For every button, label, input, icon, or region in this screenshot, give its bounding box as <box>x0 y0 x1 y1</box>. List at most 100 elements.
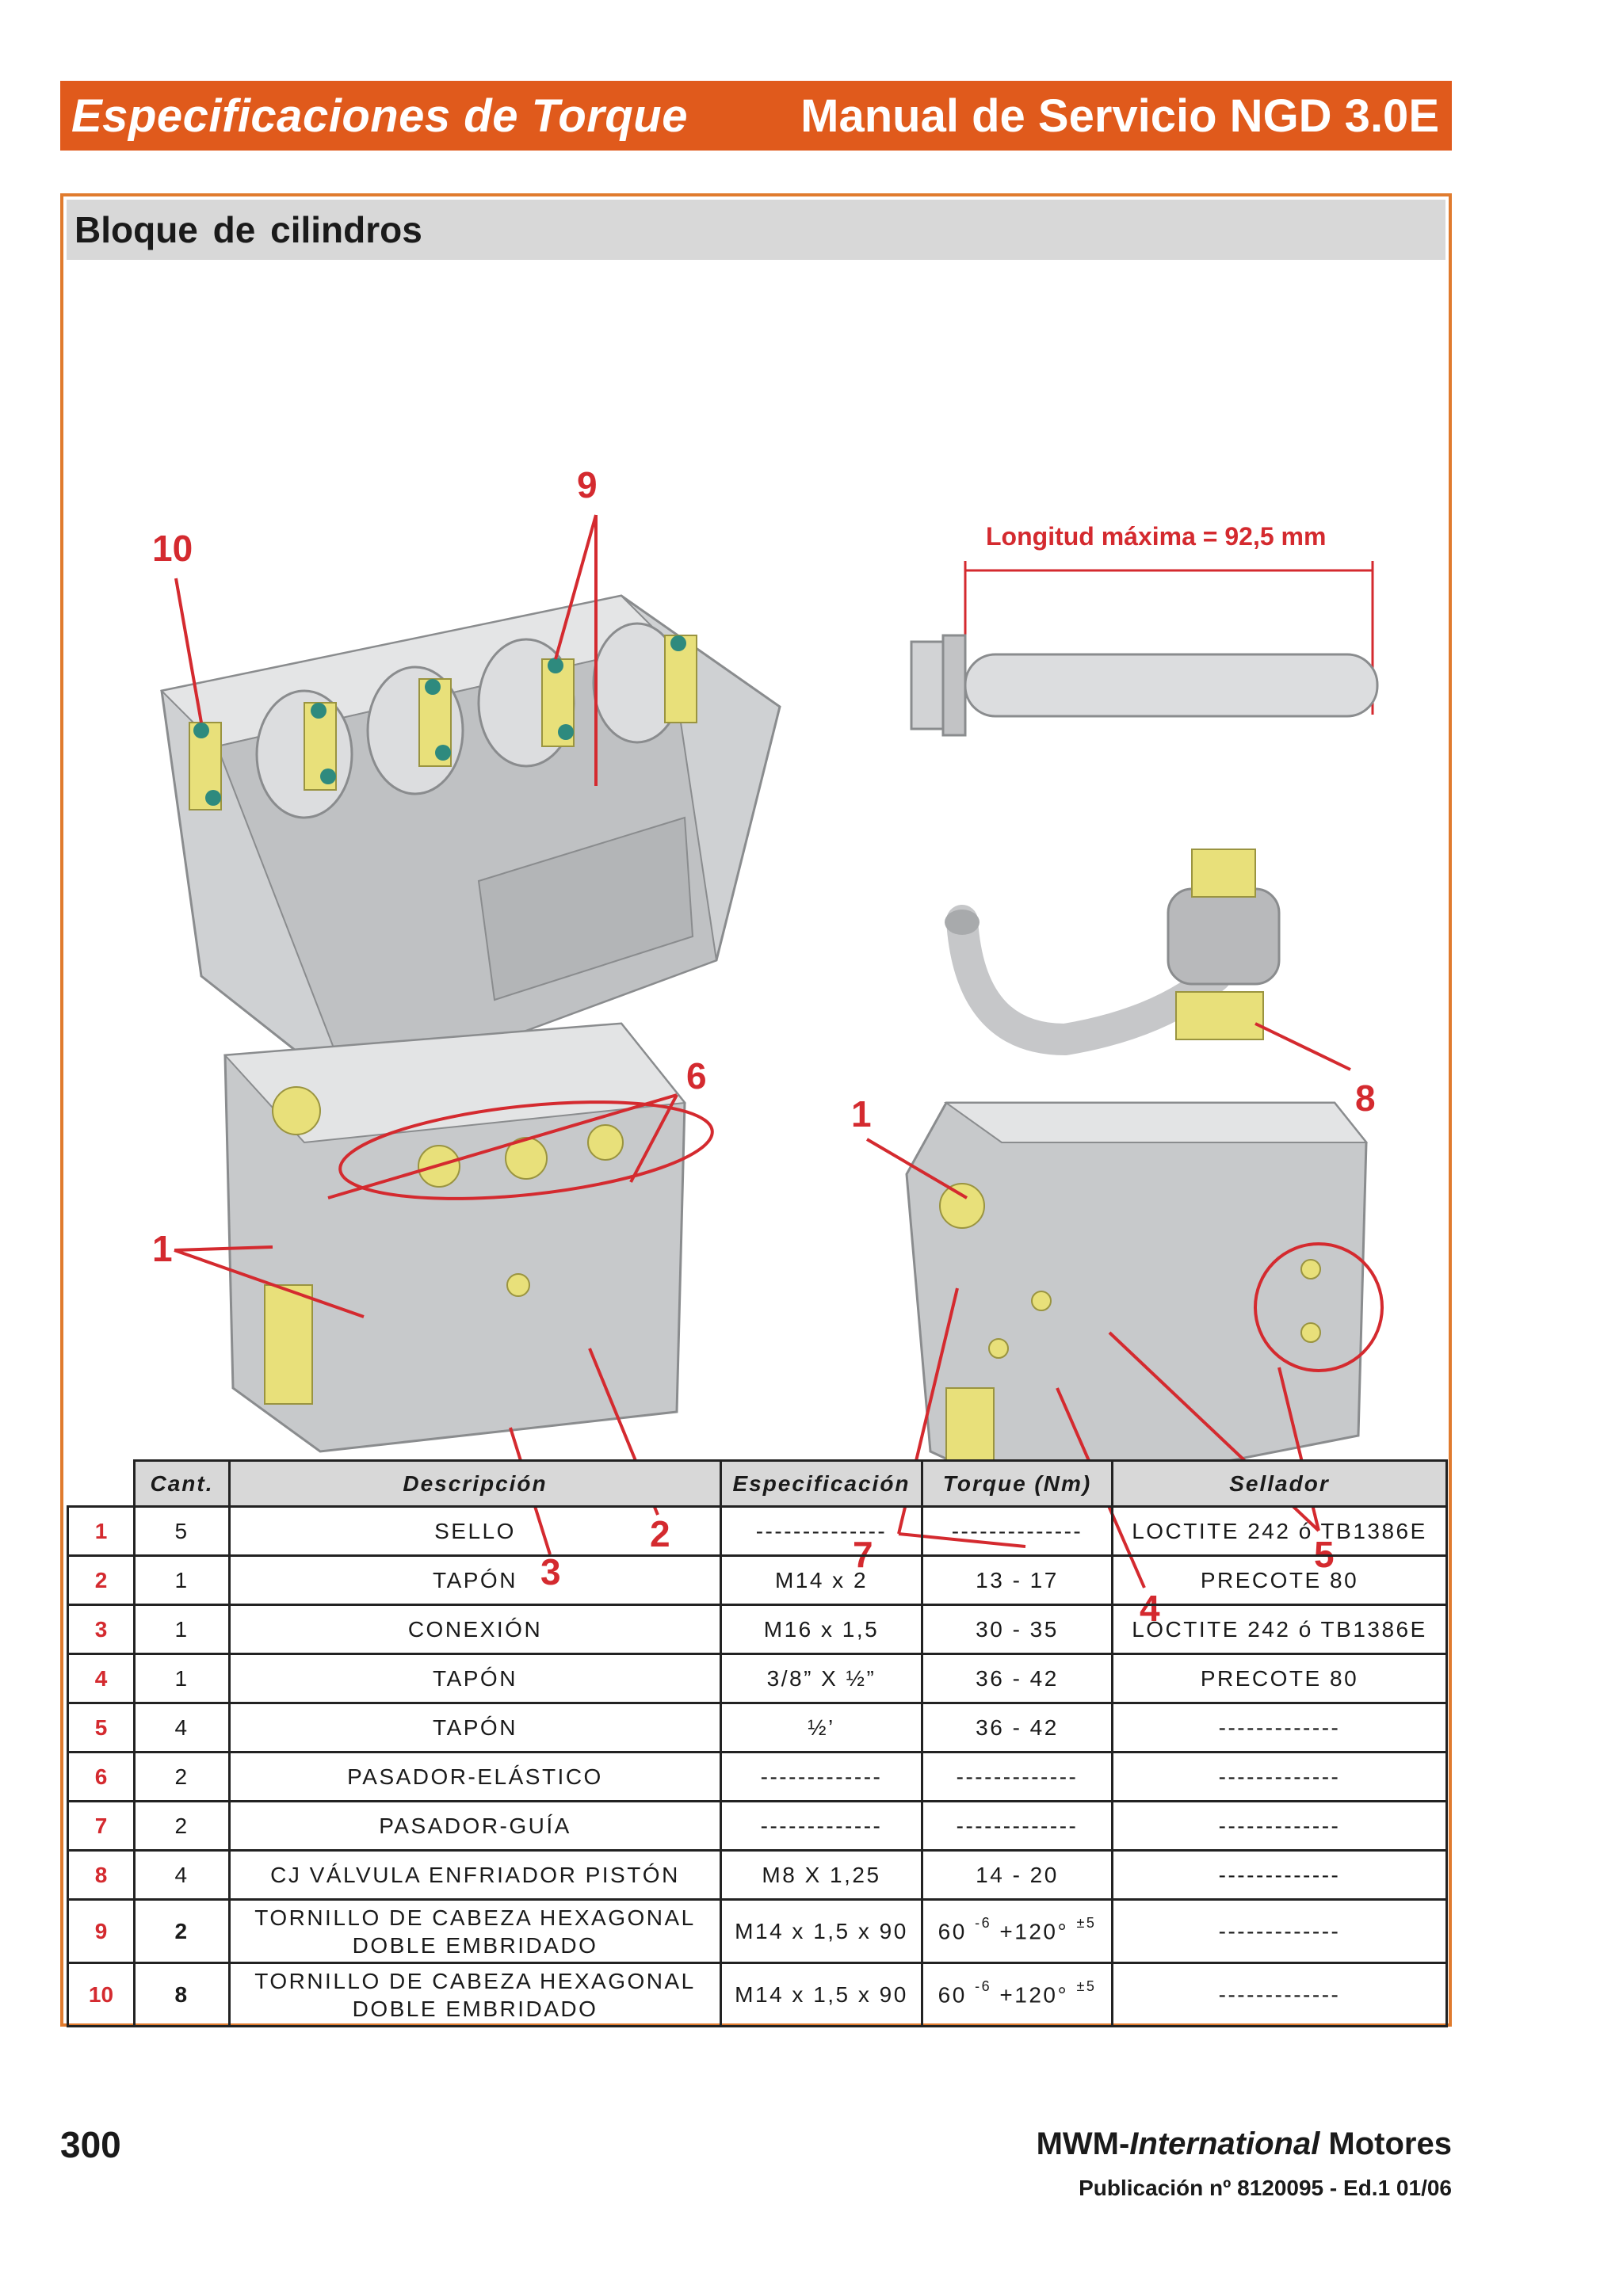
row-sealer: ------------- <box>1111 1962 1448 2027</box>
row-number: 8 <box>67 1849 136 1901</box>
page-header: Especificaciones de Torque Manual de Ser… <box>60 81 1452 151</box>
row-sealer: LOCTITE 242 ó TB1386E <box>1111 1604 1448 1655</box>
table-row: 3 1 CONEXIÓN M16 x 1,5 30 - 35 LOCTITE 2… <box>67 1604 1448 1655</box>
table-row: 8 4 CJ VÁLVULA ENFRIADOR PISTÓN M8 X 1,2… <box>67 1849 1448 1901</box>
row-desc: CJ VÁLVULA ENFRIADOR PISTÓN <box>228 1849 722 1901</box>
row-qty: 2 <box>133 1898 231 1964</box>
torque-angle: +120° <box>999 1919 1069 1944</box>
callout-10: 10 <box>152 528 193 569</box>
row-desc: SELLO <box>228 1505 722 1557</box>
block-side-view-left <box>223 1022 686 1453</box>
row-qty: 1 <box>133 1554 231 1606</box>
engine-illustration: 10 9 Longitud máxima = 92,5 mm 8 <box>152 464 1384 1624</box>
table-row: 6 2 PASADOR-ELÁSTICO ------------- -----… <box>67 1751 1448 1802</box>
row-torque: 13 - 17 <box>921 1554 1113 1606</box>
row-torque: -------------- <box>921 1505 1113 1557</box>
row-torque: 36 - 42 <box>921 1653 1113 1704</box>
row-qty: 4 <box>133 1849 231 1901</box>
row-qty: 1 <box>133 1653 231 1704</box>
row-desc-line1: TORNILLO DE CABEZA HEXAGONAL <box>254 1968 696 1993</box>
callout-1-right: 1 <box>851 1093 872 1135</box>
row-qty: 8 <box>133 1962 231 2027</box>
row-qty: 2 <box>133 1800 231 1852</box>
row-torque: 30 - 35 <box>921 1604 1113 1655</box>
row-spec: -------------- <box>720 1505 923 1557</box>
header-title-left: Especificaciones de Torque <box>71 90 688 142</box>
header-sellador: Sellador <box>1111 1459 1448 1508</box>
bolt-diagram: Longitud máxima = 92,5 mm <box>910 522 1379 737</box>
footer-publication: Publicación nº 8120095 - Ed.1 01/06 <box>1079 2176 1452 2200</box>
table-row: 1 5 SELLO -------------- -------------- … <box>67 1505 1448 1557</box>
row-number: 1 <box>67 1505 136 1557</box>
header-torque: Torque (Nm) <box>921 1459 1113 1508</box>
torque-tol-1: -6 <box>975 1978 992 1994</box>
row-sealer: ------------- <box>1111 1898 1448 1964</box>
callout-8: 8 <box>1355 1077 1376 1119</box>
brand-suffix: Motores <box>1319 2126 1452 2161</box>
row-spec: ------------- <box>720 1751 923 1802</box>
row-torque: 60 -6 +120° ±5 <box>921 1962 1113 2027</box>
row-torque: ------------- <box>921 1751 1113 1802</box>
row-number: 4 <box>67 1653 136 1704</box>
torque-tol-1: -6 <box>975 1914 992 1931</box>
row-desc: CONEXIÓN <box>228 1604 722 1655</box>
footer-brand: MWM-International Motores <box>1037 2126 1452 2162</box>
table-header-row: Cant. Descripción Especificación Torque … <box>67 1459 1448 1508</box>
row-sealer: ------------- <box>1111 1849 1448 1901</box>
row-desc-line2: DOBLE EMBRIDADO <box>352 1996 598 2021</box>
header-descripcion: Descripción <box>228 1459 722 1508</box>
brand-prefix: MWM- <box>1036 2126 1130 2161</box>
row-number: 9 <box>67 1898 136 1964</box>
row-torque: ------------- <box>921 1800 1113 1852</box>
row-number: 7 <box>67 1800 136 1852</box>
row-number: 6 <box>67 1751 136 1802</box>
torque-spec-table: Cant. Descripción Especificación Torque … <box>67 1459 1448 2027</box>
torque-tol-2: ±5 <box>1076 1978 1097 1994</box>
row-spec: M14 x 1,5 x 90 <box>720 1898 923 1964</box>
table-row: 9 2 TORNILLO DE CABEZA HEXAGONAL DOBLE E… <box>67 1898 1448 1964</box>
row-desc: TAPÓN <box>228 1702 722 1753</box>
table-row: 4 1 TAPÓN 3/8” X ½” 36 - 42 PRECOTE 80 <box>67 1653 1448 1704</box>
row-spec: M14 x 2 <box>720 1554 923 1606</box>
row-desc-line2: DOBLE EMBRIDADO <box>352 1932 598 1958</box>
callout-6: 6 <box>686 1055 707 1097</box>
row-sealer: PRECOTE 80 <box>1111 1653 1448 1704</box>
table-row: 5 4 TAPÓN ½’ 36 - 42 ------------- <box>67 1702 1448 1753</box>
table-row: 2 1 TAPÓN M14 x 2 13 - 17 PRECOTE 80 <box>67 1554 1448 1606</box>
row-number: 3 <box>67 1604 136 1655</box>
row-number: 2 <box>67 1554 136 1606</box>
piston-cooler-valve <box>945 849 1281 1056</box>
row-spec: ½’ <box>720 1702 923 1753</box>
row-sealer: ------------- <box>1111 1702 1448 1753</box>
section-header: Bloque de cilindros <box>67 200 1445 260</box>
page-number: 300 <box>60 2124 121 2165</box>
max-length-label: Longitud máxima = 92,5 mm <box>986 522 1326 551</box>
row-spec: ------------- <box>720 1800 923 1852</box>
row-qty: 2 <box>133 1751 231 1802</box>
row-sealer: LOCTITE 242 ó TB1386E <box>1111 1505 1448 1557</box>
row-torque: 36 - 42 <box>921 1702 1113 1753</box>
torque-angle: +120° <box>999 1982 1069 2008</box>
row-spec: M14 x 1,5 x 90 <box>720 1962 923 2027</box>
header-especificacion: Especificación <box>720 1459 923 1508</box>
row-number: 5 <box>67 1702 136 1753</box>
row-sealer: PRECOTE 80 <box>1111 1554 1448 1606</box>
section-title: Bloque de cilindros <box>74 209 422 250</box>
table-row: 10 8 TORNILLO DE CABEZA HEXAGONAL DOBLE … <box>67 1962 1448 2027</box>
callout-1-left: 1 <box>152 1228 173 1269</box>
row-sealer: ------------- <box>1111 1800 1448 1852</box>
row-desc: TORNILLO DE CABEZA HEXAGONAL DOBLE EMBRI… <box>228 1898 722 1964</box>
row-desc: TAPÓN <box>228 1554 722 1606</box>
row-desc: TORNILLO DE CABEZA HEXAGONAL DOBLE EMBRI… <box>228 1962 722 2027</box>
row-torque: 60 -6 +120° ±5 <box>921 1898 1113 1964</box>
row-torque: 14 - 20 <box>921 1849 1113 1901</box>
block-side-view-right <box>905 1101 1369 1501</box>
content-frame: Bloque de cilindros <box>60 193 1452 2027</box>
row-spec: M16 x 1,5 <box>720 1604 923 1655</box>
row-qty: 5 <box>133 1505 231 1557</box>
row-qty: 4 <box>133 1702 231 1753</box>
torque-base: 60 <box>938 1982 967 2008</box>
torque-tol-2: ±5 <box>1076 1914 1097 1931</box>
row-desc: PASADOR-GUÍA <box>228 1800 722 1852</box>
row-desc-line1: TORNILLO DE CABEZA HEXAGONAL <box>254 1905 696 1930</box>
